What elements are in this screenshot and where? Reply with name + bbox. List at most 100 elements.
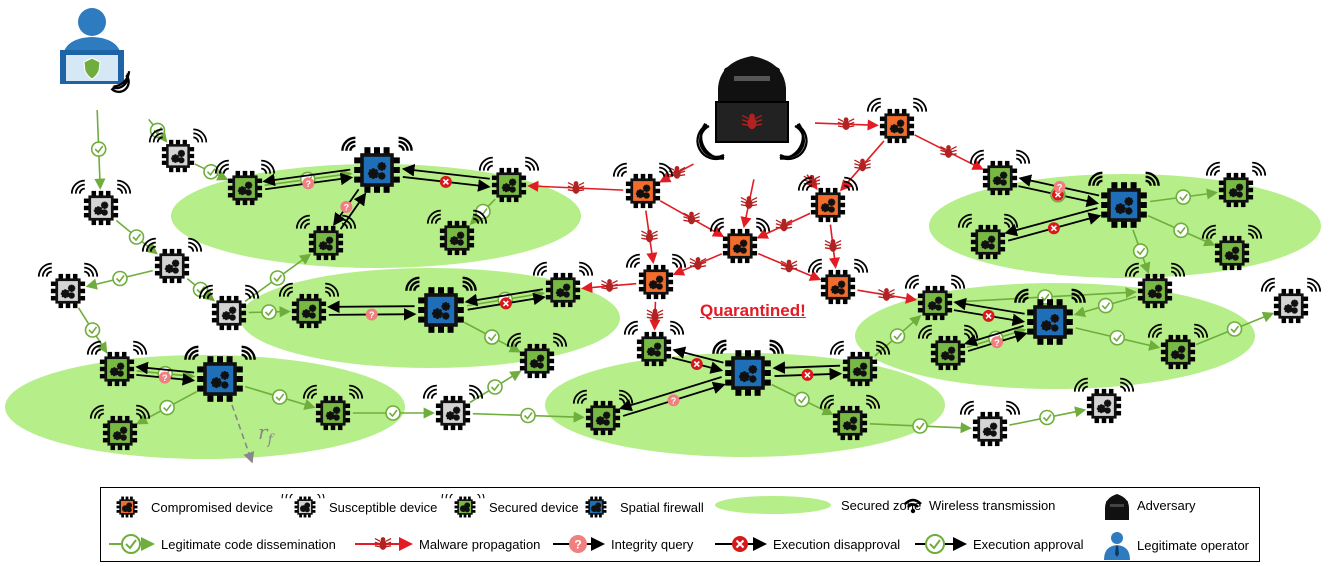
susceptible-device-icon	[148, 128, 208, 173]
dissemination-edge	[135, 361, 195, 375]
dissemination-edge	[1004, 207, 1098, 237]
approval-check-icon	[261, 304, 277, 320]
secured-device-icon	[829, 340, 891, 387]
compromised-device-icon	[612, 162, 674, 209]
dissemination-edge	[619, 376, 722, 412]
approval-arrow-icon	[915, 534, 967, 554]
secured-device-icon	[441, 494, 485, 518]
secured-device-icon	[1147, 323, 1209, 370]
susceptible-device-icon	[1073, 377, 1135, 424]
approval-check-icon	[1132, 243, 1149, 259]
malware-bug-icon	[803, 174, 821, 188]
secured-device-icon	[957, 213, 1019, 260]
secured-device-icon	[1124, 262, 1186, 309]
secured-device-icon	[904, 274, 966, 321]
dissemination-edge	[401, 163, 490, 180]
susceptible-device-icon	[281, 494, 325, 518]
malware-bug-icon	[775, 218, 793, 232]
legend-zone: Secured zone	[713, 494, 921, 516]
disapproval-icon	[499, 297, 512, 310]
secured-device-icon	[426, 209, 488, 256]
malware-bug-icon	[683, 211, 700, 225]
firewall-radius-label: rf	[258, 420, 273, 448]
compromised-device-icon	[866, 97, 928, 144]
integrity-query-icon: ?	[991, 336, 1004, 349]
zone-swatch-icon	[715, 496, 831, 514]
approval-check-icon	[1175, 189, 1192, 205]
devices	[37, 97, 1322, 451]
approval-check-icon	[385, 405, 401, 421]
svg-text:?: ?	[671, 396, 677, 406]
integrity-query-icon: ?	[1053, 180, 1066, 193]
chip-device-icon	[281, 494, 325, 518]
svg-text:?: ?	[344, 202, 350, 212]
disapproval-icon	[690, 358, 703, 371]
integrity-query-icon: ?	[340, 200, 353, 213]
malware-bug-icon	[689, 257, 707, 270]
svg-text:?: ?	[574, 538, 581, 552]
susceptible-device-icon	[141, 237, 203, 284]
dissemination-edge	[326, 300, 415, 314]
secured-device-icon	[572, 389, 634, 436]
susceptible-device-icon	[37, 262, 99, 309]
susceptible-device-icon	[70, 179, 132, 226]
malware-bug-icon	[741, 113, 763, 130]
malware-bug-icon	[940, 145, 957, 158]
approval-check-icon	[1173, 222, 1189, 239]
secured-device-icon	[1201, 224, 1263, 271]
compromised-device-icon	[709, 217, 771, 264]
malware-bug-icon	[374, 537, 392, 550]
figures	[60, 8, 808, 160]
spatial-firewall-icon	[341, 136, 413, 193]
edges: ???????	[77, 109, 1275, 464]
svg-text:?: ?	[1057, 182, 1063, 192]
wifi-icon	[904, 498, 922, 514]
legend-compromised: Compromised device	[107, 494, 273, 520]
legend-secured: Secured device	[441, 494, 579, 520]
approval-arrow-icon	[109, 534, 155, 554]
malware-bug-icon	[740, 196, 758, 209]
malware-bug-icon	[355, 537, 413, 551]
malware-bug-icon	[646, 308, 664, 322]
legend-malware: Malware propagation	[353, 532, 540, 556]
approval-check-icon	[1097, 297, 1114, 314]
operator-person-icon	[60, 8, 131, 93]
susceptible-device-icon	[959, 400, 1021, 447]
approval-check-icon	[889, 328, 906, 344]
svg-text:?: ?	[306, 179, 312, 189]
legend-susceptible: Susceptible device	[281, 494, 437, 520]
dissemination-edge	[464, 288, 543, 307]
secured-device-icon	[302, 384, 364, 431]
malware-bug-icon	[837, 117, 855, 131]
integrity-query-icon: ?	[553, 535, 605, 553]
compromised-device-icon	[625, 253, 687, 300]
spatial-firewall-icon	[1088, 171, 1160, 228]
compromised-device-icon	[116, 496, 138, 518]
secured-device-icon	[86, 340, 148, 387]
disapproval-icon	[715, 536, 767, 552]
approval-check-icon	[84, 322, 101, 338]
dissemination-edge	[953, 297, 1025, 315]
approval-check-icon	[90, 141, 107, 157]
secured-device-icon	[278, 282, 340, 329]
approval-check-icon	[112, 270, 128, 287]
dissemination-edge	[262, 168, 351, 187]
secured-device-icon	[819, 394, 881, 441]
approval-check-icon	[487, 379, 503, 395]
legend-dissemination: Legitimate code dissemination	[107, 532, 336, 556]
legend-approval: Execution approval	[913, 532, 1084, 556]
malware-bug-icon	[641, 229, 658, 243]
secured-device-icon	[214, 159, 276, 206]
legend-integrity: ?Integrity query	[551, 532, 693, 556]
legend-firewall: Spatial firewall	[576, 494, 704, 520]
approval-check-icon	[484, 329, 500, 345]
secured-device-icon	[295, 214, 357, 261]
malware-bug-icon	[878, 288, 895, 301]
dissemination-edge	[772, 361, 841, 374]
malware-bug-icon	[824, 239, 842, 252]
secured-device-icon	[89, 404, 151, 451]
approval-check-icon	[520, 407, 536, 424]
secured-device-icon	[532, 261, 594, 308]
integrity-query-icon: ?	[158, 371, 171, 384]
